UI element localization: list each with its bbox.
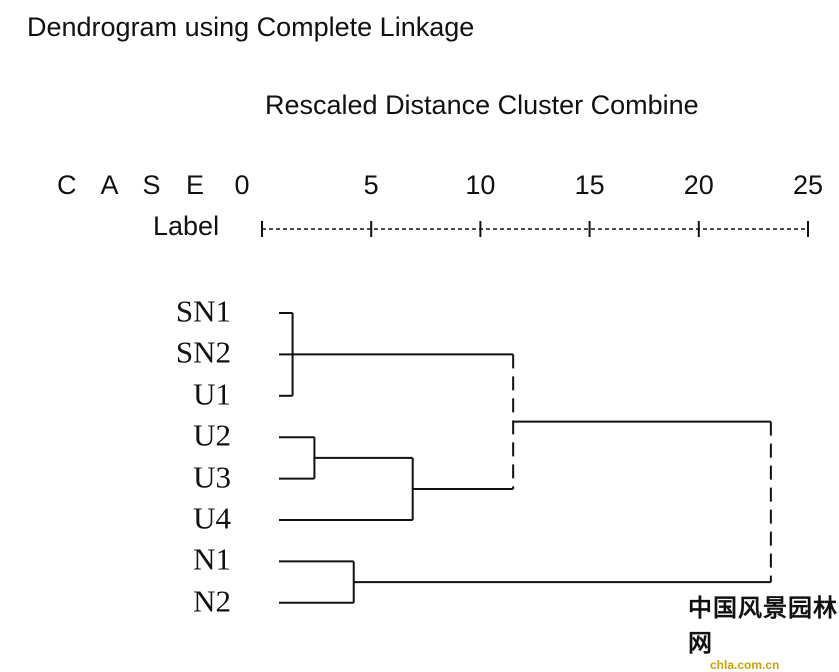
leaf-label: U3 xyxy=(193,459,231,495)
x-tick-label: 20 xyxy=(683,170,714,200)
leaf-label: U2 xyxy=(193,417,231,453)
leaf-label: N2 xyxy=(193,583,231,619)
label-header: Label xyxy=(153,211,220,241)
x-tick-label: 10 xyxy=(465,170,496,200)
leaf-label: U1 xyxy=(193,376,231,412)
watermark-logo: 中国风景园林网 chla.com.cn xyxy=(688,593,838,672)
leaf-label: SN1 xyxy=(175,293,231,329)
x-tick-label: 15 xyxy=(574,170,605,200)
case-header: C A S E xyxy=(57,170,214,200)
leaf-label: U4 xyxy=(193,500,231,536)
x-tick-label: 25 xyxy=(792,170,824,200)
x-axis-label: Rescaled Distance Cluster Combine xyxy=(265,90,699,120)
leaf-label: N1 xyxy=(193,541,231,577)
x-tick-label: 5 xyxy=(363,170,379,200)
dendrogram-plot xyxy=(261,221,809,604)
chart-title: Dendrogram using Complete Linkage xyxy=(27,12,475,42)
leaf-label: SN2 xyxy=(175,334,231,370)
x-tick-label: 0 xyxy=(234,170,250,200)
